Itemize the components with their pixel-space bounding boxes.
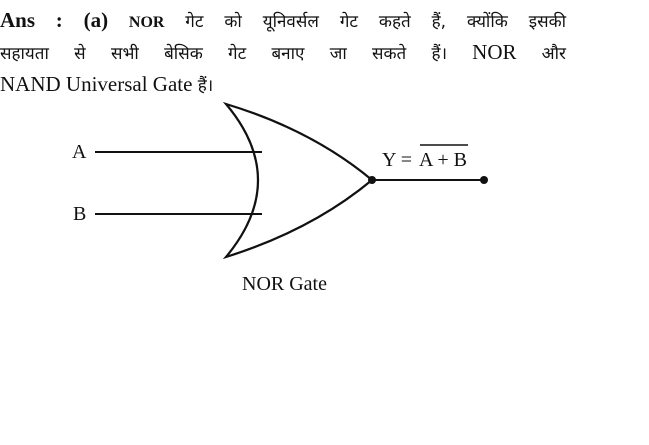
- answer-line-3-hindi: हैं।: [197, 76, 214, 96]
- answer-line-3: NAND Universal Gate हैं।: [0, 68, 566, 100]
- answer-line-1-text: गेट को यूनिवर्सल गेट कहते हैं, क्योंकि इ…: [185, 12, 567, 32]
- answer-text: Ans : (a) NOR गेट को यूनिवर्सल गेट कहते …: [0, 4, 566, 100]
- answer-line-3-text: NAND Universal Gate: [0, 72, 193, 96]
- output-expression-rhs: A + B: [419, 149, 467, 171]
- input-a-label: A: [72, 141, 87, 163]
- answer-line-2-tail: और: [541, 44, 566, 64]
- answer-prefix: Ans :: [0, 8, 63, 32]
- answer-line-1: Ans : (a) NOR गेट को यूनिवर्सल गेट कहते …: [0, 4, 566, 36]
- diagram-caption: NOR Gate: [242, 273, 327, 295]
- answer-line-2: सहायता से सभी बेसिक गेट बनाए जा सकते हैं…: [0, 36, 566, 68]
- output-terminal: [480, 176, 488, 184]
- answer-line-2-text: सहायता से सभी बेसिक गेट बनाए जा सकते हैं…: [0, 44, 448, 64]
- output-expression-lhs: Y =: [382, 149, 412, 171]
- nor-gate-body: [222, 101, 374, 260]
- nor-term: NOR: [128, 14, 165, 31]
- nor-term-2: NOR: [472, 40, 517, 64]
- input-b-label: B: [73, 203, 86, 225]
- answer-option: (a): [83, 8, 109, 32]
